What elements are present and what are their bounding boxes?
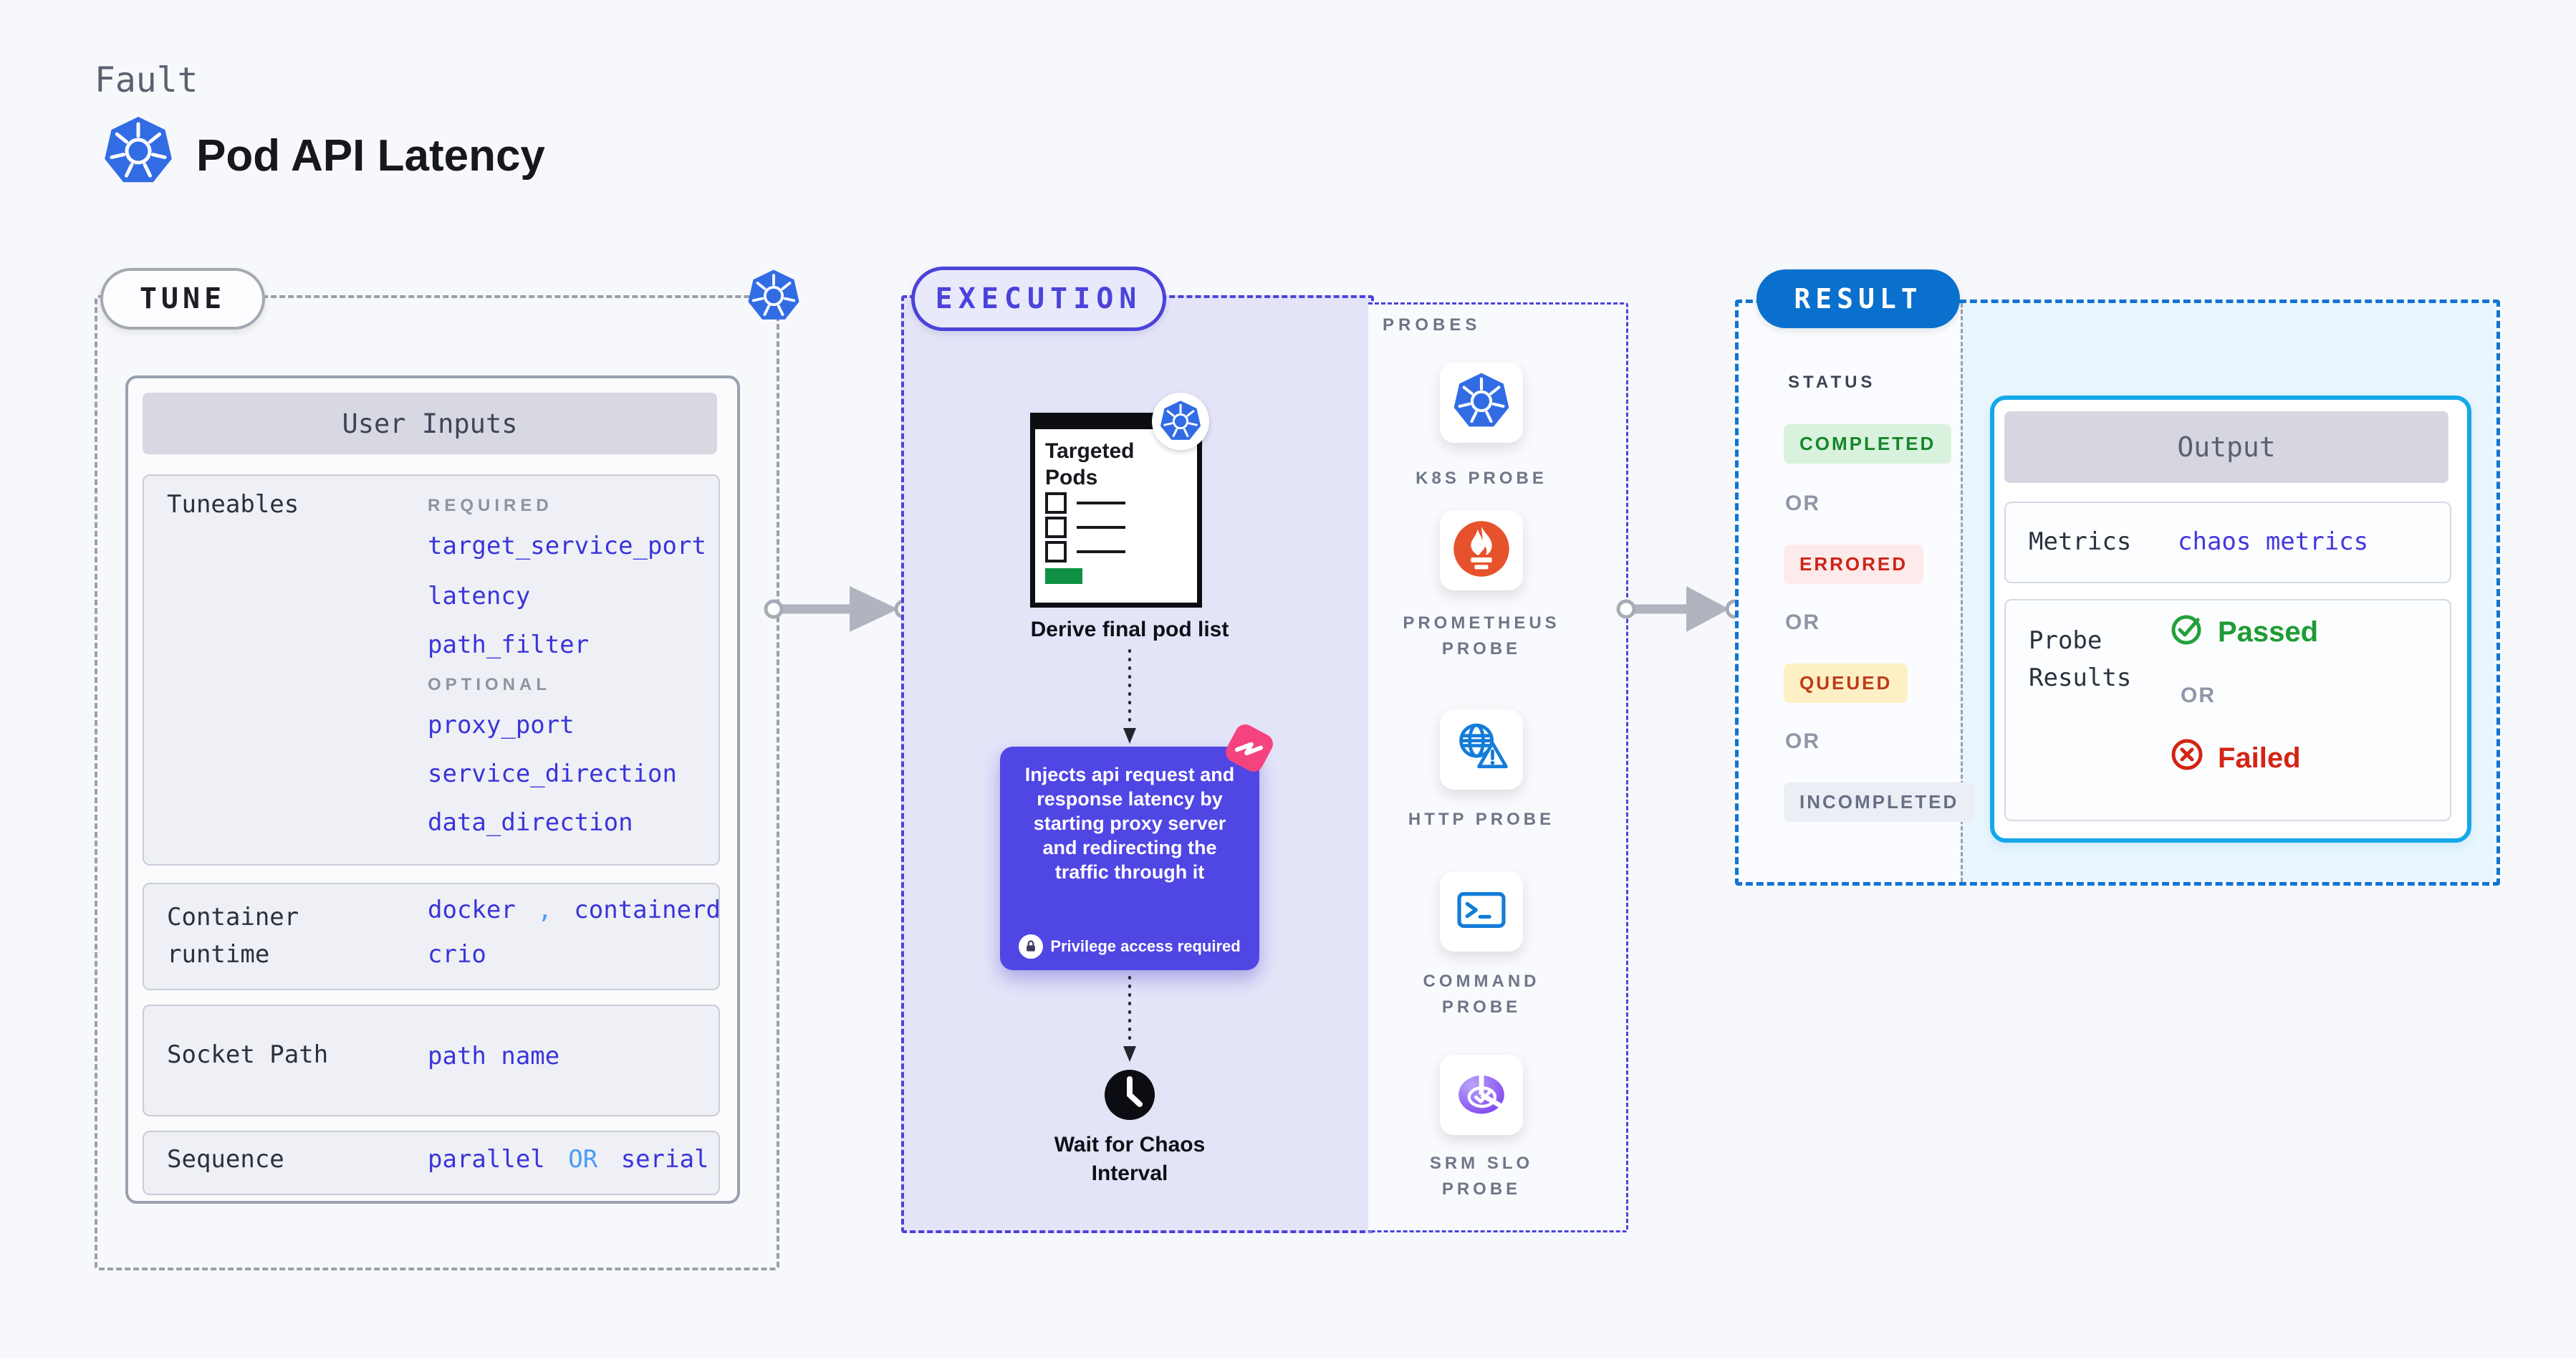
socket-path-row (143, 1005, 720, 1116)
result-pill: RESULT (1756, 269, 1960, 328)
tuneables-label: Tuneables (167, 490, 299, 519)
privilege-note-text: Privilege access required (1050, 937, 1241, 955)
tune-pill: TUNE (100, 268, 265, 330)
socket-path-value: path name (428, 1042, 560, 1071)
passed-label: Passed (2218, 616, 2319, 648)
tuneable-optional-item: data_direction (428, 808, 633, 837)
or-separator: OR (2181, 684, 2216, 707)
kubernetes-icon (102, 115, 174, 188)
sequence-values: parallel OR serial (428, 1145, 709, 1174)
container-runtime-row (143, 883, 720, 990)
probe-label: K8S PROBE (1416, 469, 1547, 488)
kubernetes-icon (746, 268, 801, 324)
sequence-or: OR (568, 1145, 598, 1174)
inject-description-text: Injects api request and response latency… (1024, 764, 1235, 883)
runtime-value: crio (428, 940, 486, 969)
failed-label: Failed (2218, 742, 2301, 774)
k8s-probe-card (1440, 363, 1523, 443)
check-circle-icon (2169, 610, 2205, 650)
tune-section-box (95, 295, 779, 1270)
tuneable-required-item: latency (428, 582, 531, 610)
status-label: STATUS (1788, 373, 1876, 392)
runtime-value: docker (428, 896, 516, 924)
lock-icon (1019, 934, 1044, 959)
pod-line (1077, 526, 1125, 529)
tuneable-optional-item: proxy_port (428, 711, 575, 739)
sequence-label: Sequence (167, 1145, 284, 1174)
privilege-note-row: Privilege access required (1000, 934, 1259, 959)
or-separator: OR (1785, 729, 1820, 753)
kubernetes-icon (1452, 372, 1511, 434)
wait-chaos-caption: Wait for Chaos Interval (1054, 1133, 1206, 1185)
probe-results-label: Probe Results (2029, 626, 2132, 692)
x-circle-icon (2169, 737, 2205, 776)
pod-checkbox (1045, 541, 1067, 562)
pod-line (1077, 550, 1125, 553)
metrics-label: Metrics (2029, 527, 2132, 556)
flow-arrow-icon (761, 582, 915, 640)
prometheus-icon (1451, 518, 1512, 583)
page-title: Pod API Latency (196, 131, 545, 181)
probe-label: HTTP PROBE (1408, 810, 1555, 829)
fault-eyebrow: Fault (95, 60, 198, 100)
tuneables-row (143, 474, 720, 866)
metrics-value: chaos metrics (2178, 527, 2369, 556)
socket-path-label: Socket Path (167, 1040, 329, 1069)
status-badge-errored: ERRORED (1784, 545, 1924, 584)
pod-line (1077, 502, 1125, 504)
chaos-flag-icon (1214, 713, 1284, 782)
dotted-connector-icon (1120, 646, 1140, 752)
targeted-pods-title: Targeted Pods (1045, 439, 1135, 489)
kubernetes-icon (1152, 393, 1209, 450)
tuneable-optional-item: service_direction (428, 760, 677, 788)
runtime-value: containerd (574, 896, 721, 924)
optional-label: OPTIONAL (428, 675, 551, 694)
user-inputs-header: User Inputs (143, 393, 717, 454)
clock-icon (1102, 1068, 1157, 1126)
probe-label: COMMAND PROBE (1423, 972, 1540, 1017)
terminal-icon (1451, 879, 1512, 944)
sequence-option: parallel (428, 1145, 545, 1174)
pie-check-icon (1451, 1063, 1512, 1128)
bottom-band (0, 1359, 2576, 1365)
green-button (1045, 568, 1082, 584)
required-label: REQUIRED (428, 496, 553, 515)
prometheus-probe-card (1440, 510, 1523, 590)
probe-label: SRM SLO PROBE (1429, 1154, 1534, 1199)
globe-warning-icon (1451, 717, 1512, 782)
pod-checkbox (1045, 492, 1067, 514)
sequence-option: serial (620, 1145, 709, 1174)
status-badge-queued: QUEUED (1784, 664, 1908, 703)
or-separator: OR (1785, 492, 1820, 515)
derive-pod-list-caption: Derive final pod list (1030, 618, 1229, 641)
srm-slo-probe-card (1440, 1055, 1523, 1135)
runtime-separator: , (537, 896, 552, 924)
inject-description-card: Injects api request and response latency… (1000, 747, 1259, 970)
status-badge-completed: COMPLETED (1784, 424, 1952, 464)
probe-results-row (2004, 599, 2451, 821)
metrics-row (2004, 502, 2451, 583)
container-runtime-values: docker , containerd (428, 896, 721, 924)
flow-arrow-icon (1613, 582, 1749, 640)
sequence-row (143, 1131, 720, 1195)
probes-title: PROBES (1383, 315, 1481, 335)
or-separator: OR (1785, 610, 1820, 634)
execution-pill: EXECUTION (911, 267, 1166, 331)
tuneable-required-item: target_service_port (428, 532, 706, 560)
command-probe-card (1440, 871, 1523, 952)
http-probe-card (1440, 709, 1523, 790)
pod-checkbox (1045, 517, 1067, 538)
probe-label: PROMETHEUS PROBE (1403, 613, 1560, 658)
tuneable-required-item: path_filter (428, 631, 590, 659)
status-badge-incompleted: INCOMPLETED (1784, 782, 1975, 822)
dotted-connector-icon (1120, 973, 1140, 1071)
container-runtime-label: Container runtime (167, 903, 299, 969)
output-header: Output (2004, 411, 2448, 483)
